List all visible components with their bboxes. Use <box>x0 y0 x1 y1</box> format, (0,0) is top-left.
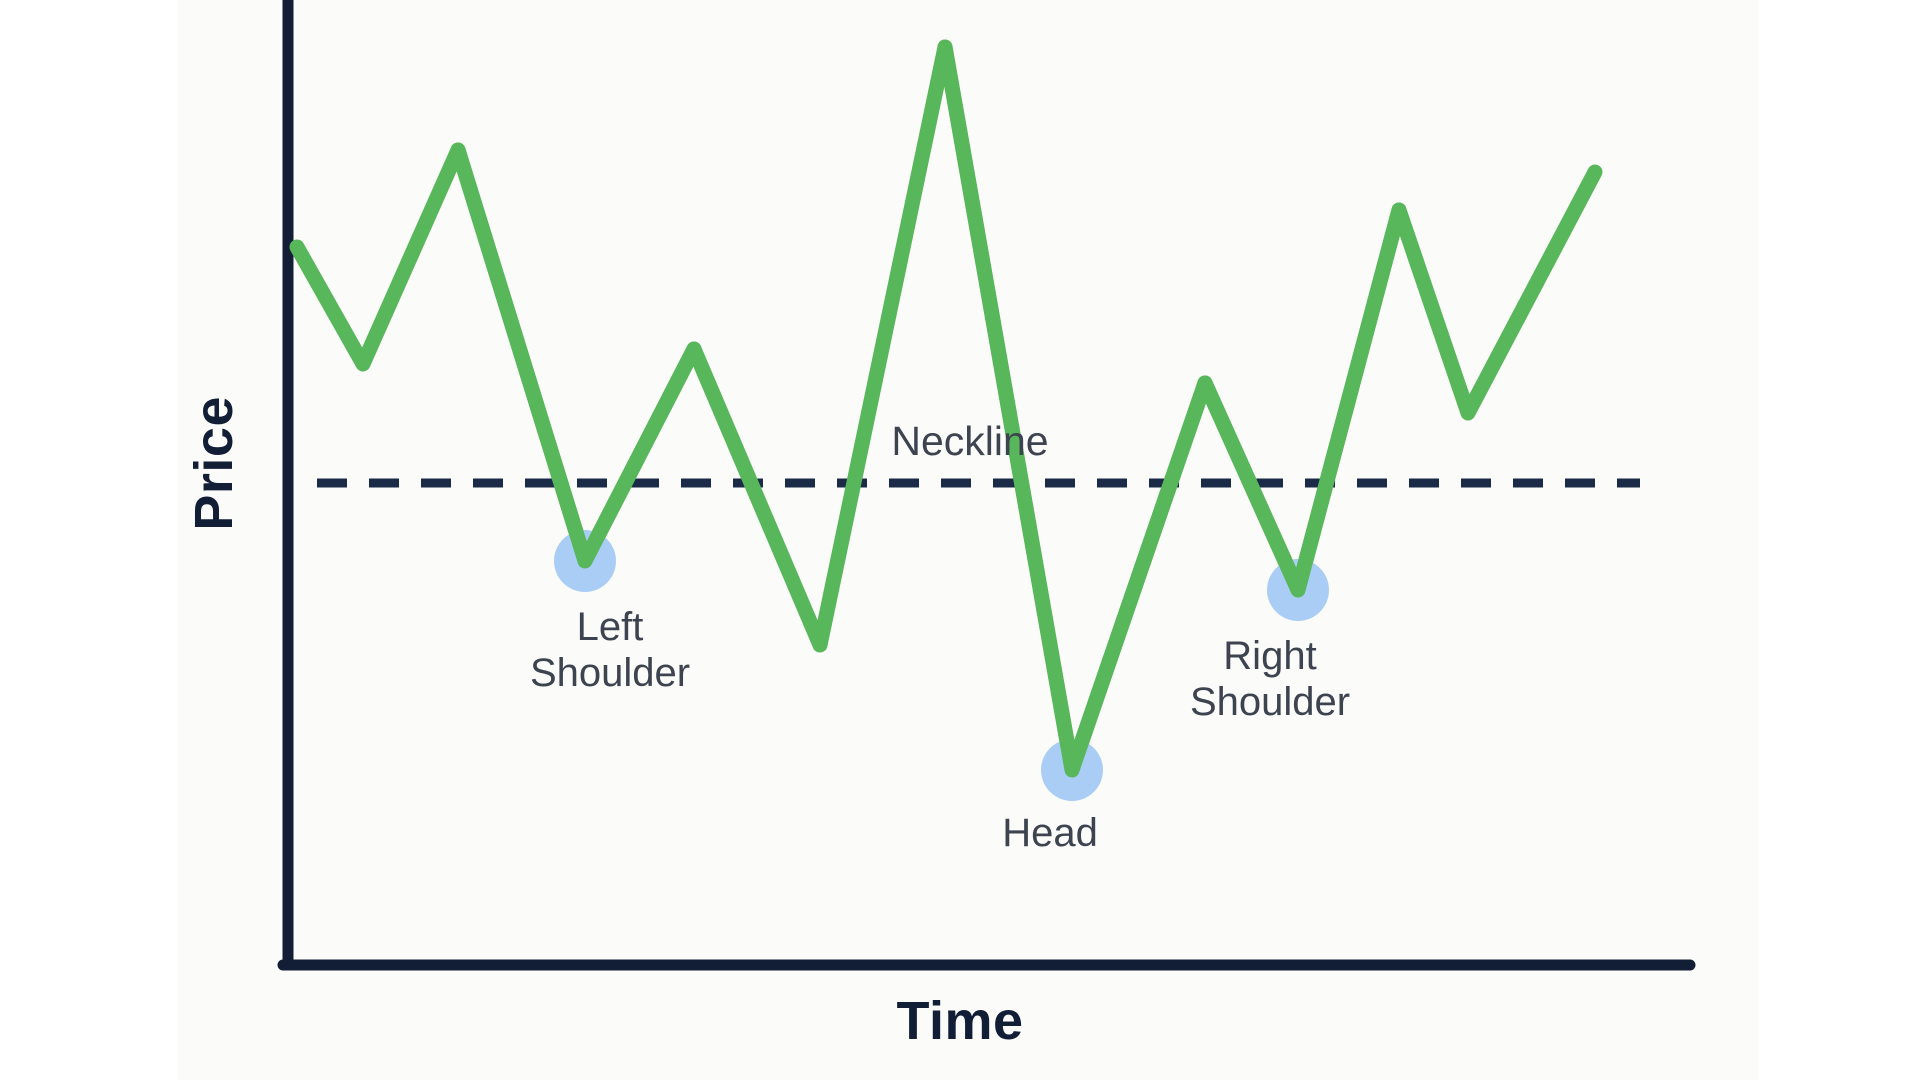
annotation-neckline: Neckline <box>891 418 1049 464</box>
y-axis-title: Price <box>184 396 244 531</box>
x-axis-title: Time <box>896 991 1024 1051</box>
annotation-left-shoulder: Left Shoulder <box>529 605 691 695</box>
annotation-head: Head <box>1002 811 1098 855</box>
price-line-series-overlay <box>450 142 702 569</box>
price-line-head-overlay <box>937 39 1213 778</box>
price-line-right-shoulder-overlay <box>1197 202 1407 598</box>
annotation-right-shoulder: Right Shoulder <box>1189 634 1351 724</box>
